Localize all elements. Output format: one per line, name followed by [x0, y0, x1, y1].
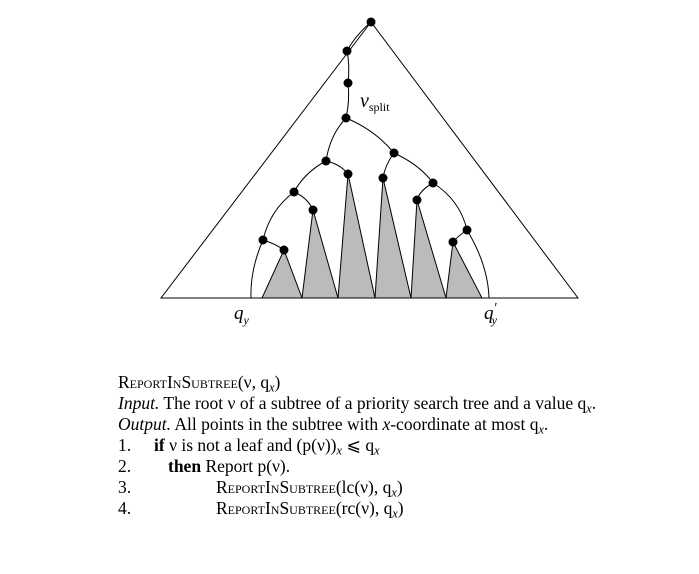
subtree-triangle-4 [374, 177, 412, 299]
tree-node [258, 235, 268, 245]
algorithm-line-3: 3.ReportInSubtree(lc(ν), qx) [118, 477, 403, 500]
subtree-triangle-2 [301, 209, 339, 299]
algorithm-output: Output. All points in the subtree with x… [118, 414, 549, 437]
tree-node [279, 245, 289, 255]
algorithm-line-4: 4.ReportInSubtree(rc(ν), qx) [118, 498, 404, 521]
procedure-name: ReportInSubtree [118, 372, 238, 392]
algorithm-block: ReportInSubtree(ν, qx) Input. The root ν… [118, 372, 693, 521]
output-label: Output. [118, 414, 171, 434]
tree-node [343, 78, 353, 88]
tree-node [343, 169, 353, 179]
tree-node [308, 205, 318, 215]
tree-node [412, 195, 422, 205]
algorithm-line-1: 1.if ν is not a leaf and (p(ν))x ⩽ qx [118, 435, 380, 458]
tree-node [378, 173, 388, 183]
tree-node [289, 187, 299, 197]
label-q-y-prime: q′y [484, 301, 498, 327]
label-q-y: qy [234, 303, 250, 327]
subtree-triangle-3 [337, 173, 376, 299]
algorithm-title: ReportInSubtree(ν, qx) [118, 372, 281, 395]
tree-node [366, 17, 376, 27]
tree-node [342, 46, 352, 56]
keyword-then: then [168, 456, 202, 476]
label-v-split: vsplit [360, 90, 390, 114]
algorithm-line-2: 2.then Report p(ν). [118, 456, 291, 476]
keyword-if: if [154, 435, 165, 455]
subtree-triangle-1 [261, 248, 303, 299]
priority-search-tree-figure: vsplit qy q′y [159, 17, 579, 327]
tree-node [321, 156, 331, 166]
algorithm-input: Input. The root ν of a subtree of a prio… [118, 393, 597, 416]
subtree-triangle-5 [410, 199, 447, 299]
subtree-triangles [261, 173, 483, 299]
tree-node [428, 178, 438, 188]
input-label: Input. [118, 393, 160, 413]
subtree-triangle-6 [445, 240, 483, 299]
tree-node [462, 225, 472, 235]
outer-triangle [159, 21, 579, 299]
tree-node-v-split [341, 113, 351, 123]
tree-node [448, 237, 458, 247]
tree-node [389, 148, 399, 158]
tree-nodes [258, 17, 472, 255]
